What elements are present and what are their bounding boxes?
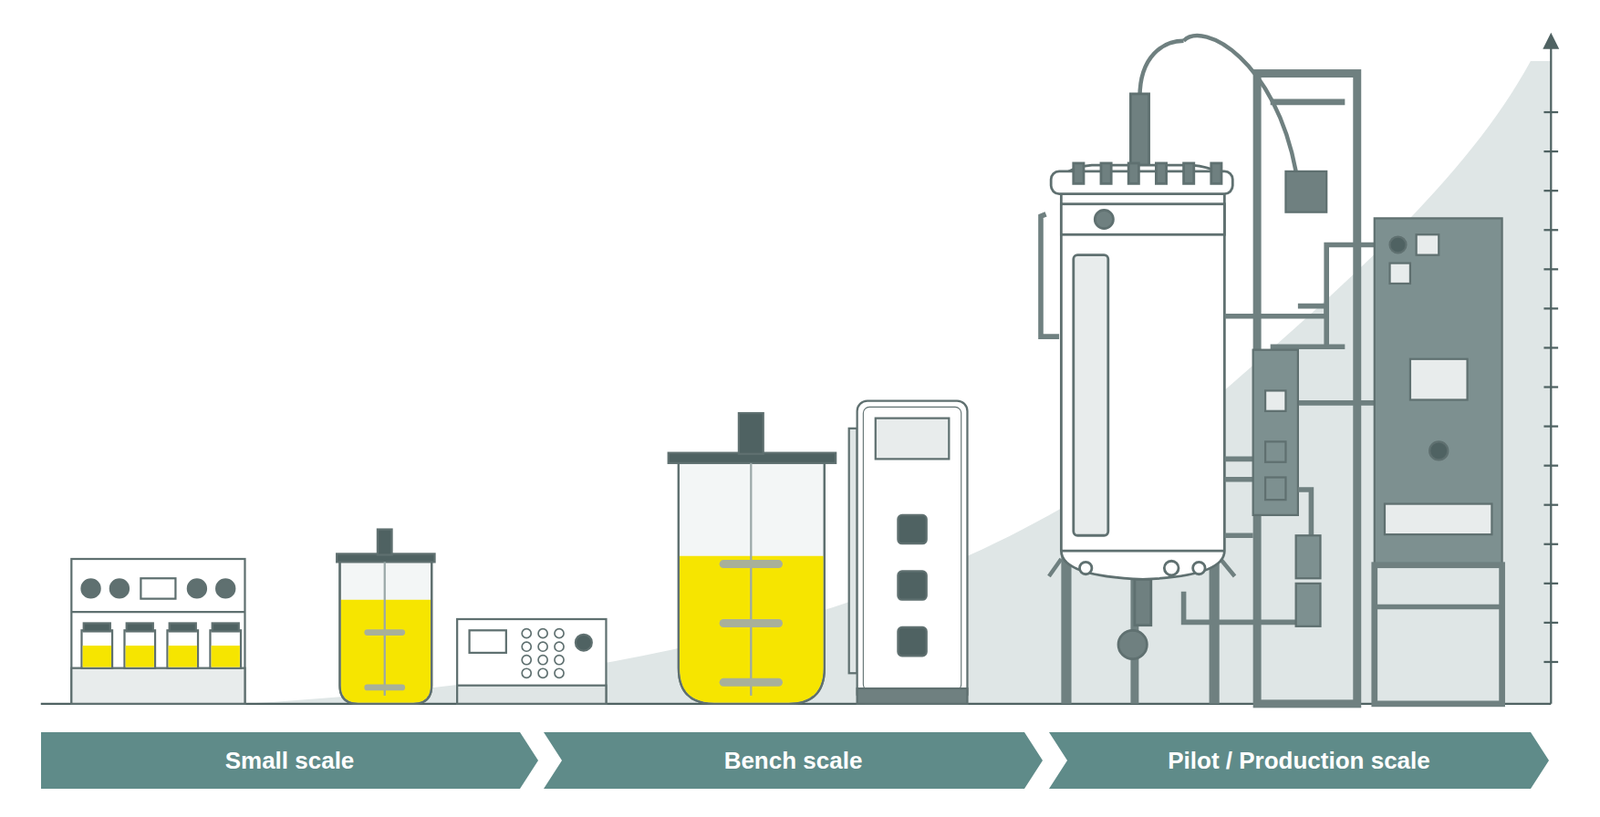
bolt: [1128, 163, 1139, 184]
scale-axis: [1542, 32, 1559, 705]
bolt: [1101, 163, 1112, 184]
button: [554, 629, 564, 639]
stage-chevron: Pilot / Production scale: [1049, 732, 1549, 790]
mini-vessel-liquid: [211, 645, 240, 667]
axis-tick: [1543, 268, 1559, 271]
axis-tick: [1543, 622, 1559, 624]
button: [521, 668, 531, 678]
bench-controller: [849, 401, 968, 705]
chevron-fill: [41, 732, 539, 790]
mini-vessel-cap: [212, 623, 239, 632]
axis-tick: [1543, 307, 1559, 310]
mini-vessel: [82, 630, 114, 668]
growth-area: [244, 61, 1551, 705]
bolt: [1184, 163, 1195, 184]
chevron-fill: [543, 732, 1043, 790]
axis-tick: [1543, 425, 1559, 427]
button: [554, 668, 564, 678]
button: [538, 629, 548, 639]
axis-tick: [1543, 346, 1559, 349]
button: [538, 642, 548, 652]
mini-vessel-liquid: [83, 645, 112, 667]
mini-vessel-liquid: [168, 645, 198, 667]
mini-vessel-cap: [83, 623, 111, 632]
small-vessel: [336, 529, 435, 705]
axis-tick: [1543, 228, 1559, 231]
bench-vessel: [668, 413, 836, 705]
axis-tick: [1543, 504, 1559, 507]
button: [554, 655, 564, 665]
stage-label: Small scale: [225, 748, 355, 775]
chevron-fill: [1049, 732, 1549, 790]
bolt: [1211, 163, 1222, 184]
axis-tick: [1543, 465, 1559, 468]
mini-vessel-liquid: [125, 645, 155, 667]
button: [521, 629, 531, 639]
stage-chevron: Small scale: [41, 732, 539, 790]
axis-tick: [1543, 189, 1559, 192]
button: [521, 655, 531, 665]
mini-vessel: [209, 630, 241, 668]
stage-chevron: Bench scale: [543, 732, 1043, 790]
button: [538, 668, 548, 678]
axis-tick: [1543, 661, 1559, 664]
mini-vessel: [124, 630, 156, 668]
stage-label: Pilot / Production scale: [1167, 748, 1431, 775]
button: [538, 655, 548, 665]
axis-tick: [1543, 150, 1559, 153]
bolt: [1155, 163, 1166, 184]
stage-label: Bench scale: [724, 748, 863, 775]
piping-frame: [1184, 73, 1375, 705]
control-cabinet: [1374, 218, 1503, 704]
axis-tick: [1543, 385, 1559, 388]
bolt: [1073, 163, 1084, 184]
axis-tick: [1543, 111, 1559, 114]
mini-vessel: [166, 630, 198, 668]
axis-tick: [1543, 543, 1559, 546]
button: [554, 642, 564, 652]
small-controller: [457, 619, 606, 705]
axis-tick: [1543, 582, 1559, 585]
button: [521, 642, 531, 652]
mini-vessel-cap: [169, 623, 197, 632]
parallel-reactor-system: [71, 559, 245, 705]
mini-vessel-cap: [126, 623, 154, 632]
